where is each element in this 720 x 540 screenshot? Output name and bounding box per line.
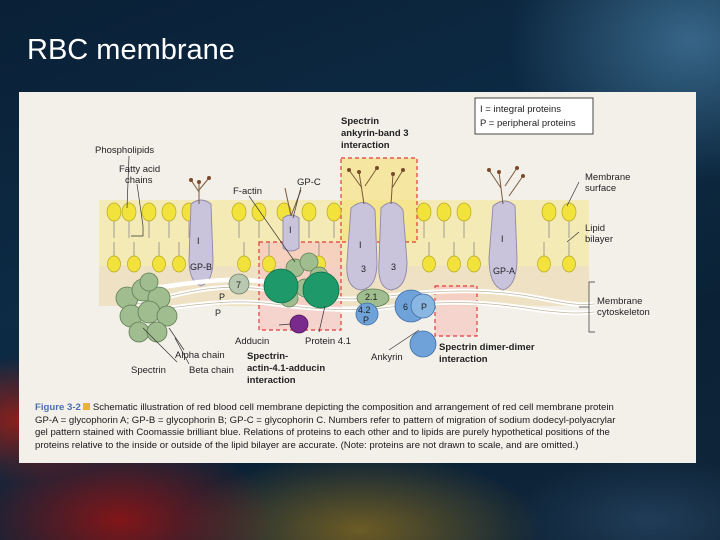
label-band42: 4.2	[358, 305, 371, 315]
band42-protein	[355, 302, 379, 326]
label-lipid-bilayer-1: Lipid	[585, 223, 605, 234]
caption-line-2: GP-A = glycophorin A; GP-B = glycophorin…	[35, 414, 616, 426]
band3-right-protein	[378, 202, 408, 291]
label-spectrin-dimer-1: Spectrin dimer-dimer	[439, 342, 535, 353]
label-p1: P	[219, 292, 225, 302]
legend-box	[474, 97, 594, 135]
actin-complex	[263, 252, 340, 334]
band6-p-protein	[410, 293, 436, 319]
label-ankyrin: Ankyrin	[371, 352, 403, 363]
label-membrane-cytoskeleton-2: cytoskeleton	[597, 307, 650, 318]
label-p4: P	[421, 302, 427, 312]
label-band3b: 3	[391, 262, 396, 272]
slide-title: RBC membrane	[27, 34, 235, 66]
label-p2: P	[215, 308, 221, 318]
label-i-gpa: I	[501, 234, 504, 244]
label-alpha-chain: Alpha chain	[175, 350, 225, 361]
label-spectrin-ankyrin-1: Spectrin	[341, 116, 379, 127]
label-spectrin-actin-3: interaction	[247, 375, 296, 386]
label-spectrin-ankyrin-3: interaction	[341, 140, 390, 151]
label-band6: 6	[403, 302, 408, 312]
label-membrane-surface-1: Membrane	[585, 172, 630, 183]
label-spectrin-actin-2: actin-4.1-adducin	[247, 363, 325, 374]
label-gpb: GP-B	[190, 262, 212, 272]
gp-b-protein	[188, 199, 214, 287]
label-factin: F-actin	[233, 186, 262, 197]
label-i-gpb: I	[197, 236, 200, 246]
label-beta-chain: Beta chain	[189, 365, 234, 376]
label-spectrin-dimer-2: interaction	[439, 354, 488, 365]
label-band3a: 3	[361, 264, 366, 274]
caption-marker	[82, 403, 90, 410]
label-fatty-acid-1: Fatty acid	[119, 164, 160, 175]
label-band7: 7	[236, 280, 241, 290]
legend-integral: I = integral proteins	[480, 104, 561, 115]
membrane-figure: I = integral proteins P = peripheral pro…	[19, 92, 696, 463]
spectrin-dimer-box	[434, 285, 478, 337]
label-spectrin: Spectrin	[131, 365, 166, 376]
label-i-band3: I	[359, 240, 362, 250]
label-gpc: GP-C	[297, 177, 321, 188]
label-gpa: GP-A	[493, 266, 515, 276]
label-protein41: Protein 4.1	[305, 336, 351, 347]
band7-protein	[228, 273, 250, 295]
label-spectrin-actin-1: Spectrin-	[247, 351, 288, 362]
adducin-protein	[289, 314, 309, 334]
band3-left-protein	[346, 202, 378, 291]
label-adducin: Adducin	[235, 336, 269, 347]
figure-label: Figure 3-2	[35, 402, 81, 413]
leader-lines	[126, 155, 595, 365]
gp-a-protein	[488, 200, 518, 291]
label-fatty-acid-2: chains	[125, 175, 153, 186]
ankyrin-protein	[409, 330, 437, 358]
label-phospholipids: Phospholipids	[95, 145, 154, 156]
caption-line-4: proteins relative to the inside or outsi…	[35, 439, 579, 451]
membrane-diagram: I = integral proteins P = peripheral pro…	[95, 97, 650, 386]
label-spectrin-ankyrin-2: ankyrin-band 3	[341, 128, 409, 139]
label-lipid-bilayer-2: bilayer	[585, 234, 613, 245]
legend-peripheral: P = peripheral proteins	[480, 118, 576, 129]
caption-line-3: gel pattern stained with Coomassie brill…	[35, 427, 610, 439]
sugar-beads	[189, 166, 525, 184]
label-i-gpc: I	[289, 225, 292, 235]
label-membrane-cytoskeleton-1: Membrane	[597, 296, 642, 307]
label-p3: P	[363, 315, 369, 325]
spectrin-cluster	[115, 272, 178, 343]
label-band21: 2.1	[365, 292, 378, 302]
label-membrane-surface-2: surface	[585, 183, 616, 194]
